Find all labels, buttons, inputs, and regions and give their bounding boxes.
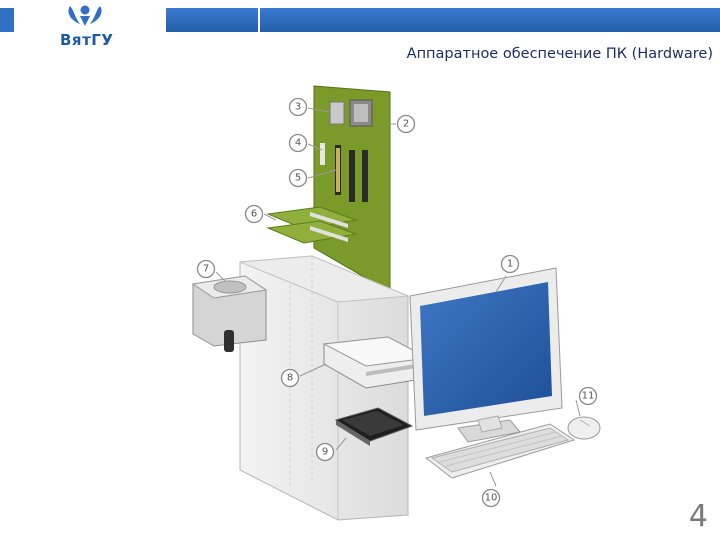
power-supply bbox=[191, 275, 268, 352]
svg-text:10: 10 bbox=[485, 493, 498, 504]
logo-emblem-icon bbox=[18, 2, 164, 48]
mouse bbox=[567, 416, 601, 440]
svg-text:2: 2 bbox=[403, 119, 409, 130]
university-logo: ВятГУ bbox=[18, 2, 164, 49]
svg-text:8: 8 bbox=[287, 373, 293, 384]
svg-text:6: 6 bbox=[251, 209, 257, 220]
monitor-screen bbox=[420, 282, 552, 416]
callout-4: 4 bbox=[288, 133, 308, 153]
header-divider bbox=[258, 8, 260, 32]
page-number: 4 bbox=[688, 499, 708, 534]
svg-text:7: 7 bbox=[203, 264, 209, 275]
svg-text:4: 4 bbox=[295, 138, 301, 149]
callout-2: 2 bbox=[396, 114, 416, 134]
svg-text:11: 11 bbox=[582, 391, 595, 402]
callout-6: 6 bbox=[244, 204, 264, 224]
callout-9: 9 bbox=[315, 442, 335, 462]
svg-text:9: 9 bbox=[322, 447, 328, 458]
callout-5: 5 bbox=[288, 168, 308, 188]
keyboard bbox=[424, 423, 576, 479]
hard-drive bbox=[334, 407, 414, 446]
expansion-cards bbox=[266, 206, 358, 244]
callout-8: 8 bbox=[280, 368, 300, 388]
callout-10: 10 bbox=[481, 488, 501, 508]
callout-lines bbox=[215, 107, 581, 487]
callout-11: 11 bbox=[578, 386, 598, 406]
monitor bbox=[409, 267, 563, 443]
power-cable-plug bbox=[224, 330, 234, 352]
svg-text:3: 3 bbox=[295, 102, 301, 113]
callout-7: 7 bbox=[196, 259, 216, 279]
slide-title: Аппаратное обеспечение ПК (Hardware) bbox=[406, 46, 713, 62]
callout-1: 1 bbox=[500, 254, 520, 274]
logo-text: ВятГУ bbox=[60, 31, 114, 49]
svg-text:1: 1 bbox=[507, 259, 513, 270]
svg-text:5: 5 bbox=[295, 173, 301, 184]
header-bar-left bbox=[0, 8, 14, 32]
callout-3: 3 bbox=[288, 97, 308, 117]
computer-case bbox=[239, 255, 409, 521]
